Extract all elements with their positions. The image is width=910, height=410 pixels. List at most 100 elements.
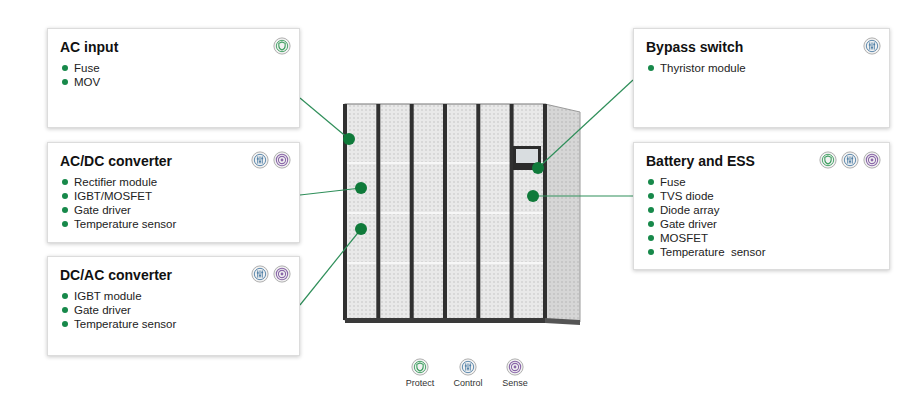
leader-line xyxy=(300,229,361,305)
bullet-text: Fuse xyxy=(660,176,686,188)
bullet-row: Diode array xyxy=(646,203,877,217)
box-heading: AC/DC converter xyxy=(60,153,287,170)
bullet-dot xyxy=(648,65,654,71)
bullet-dot xyxy=(648,193,654,199)
protect-icon xyxy=(411,358,429,376)
cabinet-front xyxy=(345,104,545,320)
bullet-row: IGBT module xyxy=(60,289,287,303)
legend-label: Protect xyxy=(395,378,445,389)
control-icon xyxy=(251,151,269,169)
bullet-row: Temperature sensor xyxy=(646,245,877,259)
legend-entry: Control xyxy=(443,358,493,389)
legend-sample xyxy=(459,358,477,376)
door-post xyxy=(410,104,414,320)
bullet-text: TVS diode xyxy=(660,190,714,202)
bullet-row: Temperature sensor xyxy=(60,317,287,331)
cabinet-plinth xyxy=(345,318,545,323)
sense-icon xyxy=(273,265,291,283)
bullet-dot xyxy=(62,207,68,213)
function-icons xyxy=(251,151,291,169)
display-screen xyxy=(516,149,538,163)
bullet-row: Fuse xyxy=(60,61,287,75)
bullet-text: Gate driver xyxy=(74,304,131,316)
legend-label: Control xyxy=(443,378,493,389)
callout-box: Battery and ESS FuseTVS diodeDiode arrayG… xyxy=(633,142,890,270)
callout-dot xyxy=(355,182,367,194)
bullet-dot xyxy=(648,235,654,241)
bullet-dot xyxy=(62,307,68,313)
legend-sample xyxy=(506,358,524,376)
leader-line xyxy=(300,188,361,195)
door-post xyxy=(376,104,380,320)
bullet-text: IGBT/MOSFET xyxy=(74,190,152,202)
callout-box: DC/AC converterIGBT moduleGate driverTem… xyxy=(47,256,300,356)
cabinet-plinth-side xyxy=(545,318,580,325)
bullet-dot xyxy=(62,293,68,299)
leader-lines xyxy=(300,80,633,305)
box-heading: AC input xyxy=(60,39,287,56)
bullet-row: Temperature sensor xyxy=(60,217,287,231)
bullet-row: IGBT/MOSFET xyxy=(60,189,287,203)
control-icon xyxy=(863,37,881,55)
bullet-row: TVS diode xyxy=(646,189,877,203)
callout-dot xyxy=(527,190,539,202)
bullet-text: Temperature sensor xyxy=(74,318,176,330)
bullet-text: Diode array xyxy=(660,204,719,216)
control-icon xyxy=(459,358,477,376)
sense-icon xyxy=(273,151,291,169)
callout-dots xyxy=(343,133,544,235)
bullet-text: Temperature sensor xyxy=(74,218,176,230)
cabinet-side xyxy=(545,104,580,322)
cabinet-doors xyxy=(343,104,547,320)
protect-icon xyxy=(819,151,837,169)
bullet-text: IGBT module xyxy=(74,290,142,302)
box-heading: Battery and ESS xyxy=(646,153,877,170)
bullet-text: Thyristor module xyxy=(660,62,746,74)
sense-icon xyxy=(506,358,524,376)
callout-dot xyxy=(355,223,367,235)
function-icons xyxy=(273,37,291,55)
bullet-row: MOV xyxy=(60,75,287,89)
bullet-dot xyxy=(648,249,654,255)
bullet-text: Rectifier module xyxy=(74,176,157,188)
bullet-row: Rectifier module xyxy=(60,175,287,189)
bullet-dot xyxy=(62,179,68,185)
bullet-row: Fuse xyxy=(646,175,877,189)
bullet-dot xyxy=(648,221,654,227)
bullet-row: MOSFET xyxy=(646,231,877,245)
bullet-dot xyxy=(62,193,68,199)
bullet-dot xyxy=(62,79,68,85)
bullet-dot xyxy=(62,65,68,71)
box-heading: DC/AC converter xyxy=(60,267,287,284)
bullet-dot xyxy=(62,221,68,227)
leader-line xyxy=(538,80,633,168)
legend-entry: Sense xyxy=(490,358,540,389)
bullet-dot xyxy=(648,207,654,213)
door-post xyxy=(543,104,547,320)
sense-icon xyxy=(863,151,881,169)
legend: ProtectControlSense xyxy=(0,358,910,398)
bullet-text: Temperature sensor xyxy=(660,246,765,258)
bullet-row: Gate driver xyxy=(60,203,287,217)
callout-box: Bypass switchThyristor module xyxy=(633,28,890,128)
bullet-row: Gate driver xyxy=(60,303,287,317)
door-post xyxy=(510,104,514,320)
box-heading: Bypass switch xyxy=(646,39,877,56)
door-post xyxy=(443,104,447,320)
bullet-dot xyxy=(648,179,654,185)
callout-box: AC inputFuseMOV xyxy=(47,28,300,128)
bullet-row: Thyristor module xyxy=(646,61,877,75)
function-icons xyxy=(819,151,881,169)
function-icons xyxy=(863,37,881,55)
bullet-dot xyxy=(62,321,68,327)
callout-dot xyxy=(532,162,544,174)
door-post xyxy=(476,104,480,320)
bullet-row: Gate driver xyxy=(646,217,877,231)
legend-sample xyxy=(411,358,429,376)
control-icon xyxy=(251,265,269,283)
function-icons xyxy=(251,265,291,283)
control-icon xyxy=(841,151,859,169)
bullet-text: Fuse xyxy=(74,62,100,74)
bullet-text: Gate driver xyxy=(660,218,717,230)
legend-entry: Protect xyxy=(395,358,445,389)
